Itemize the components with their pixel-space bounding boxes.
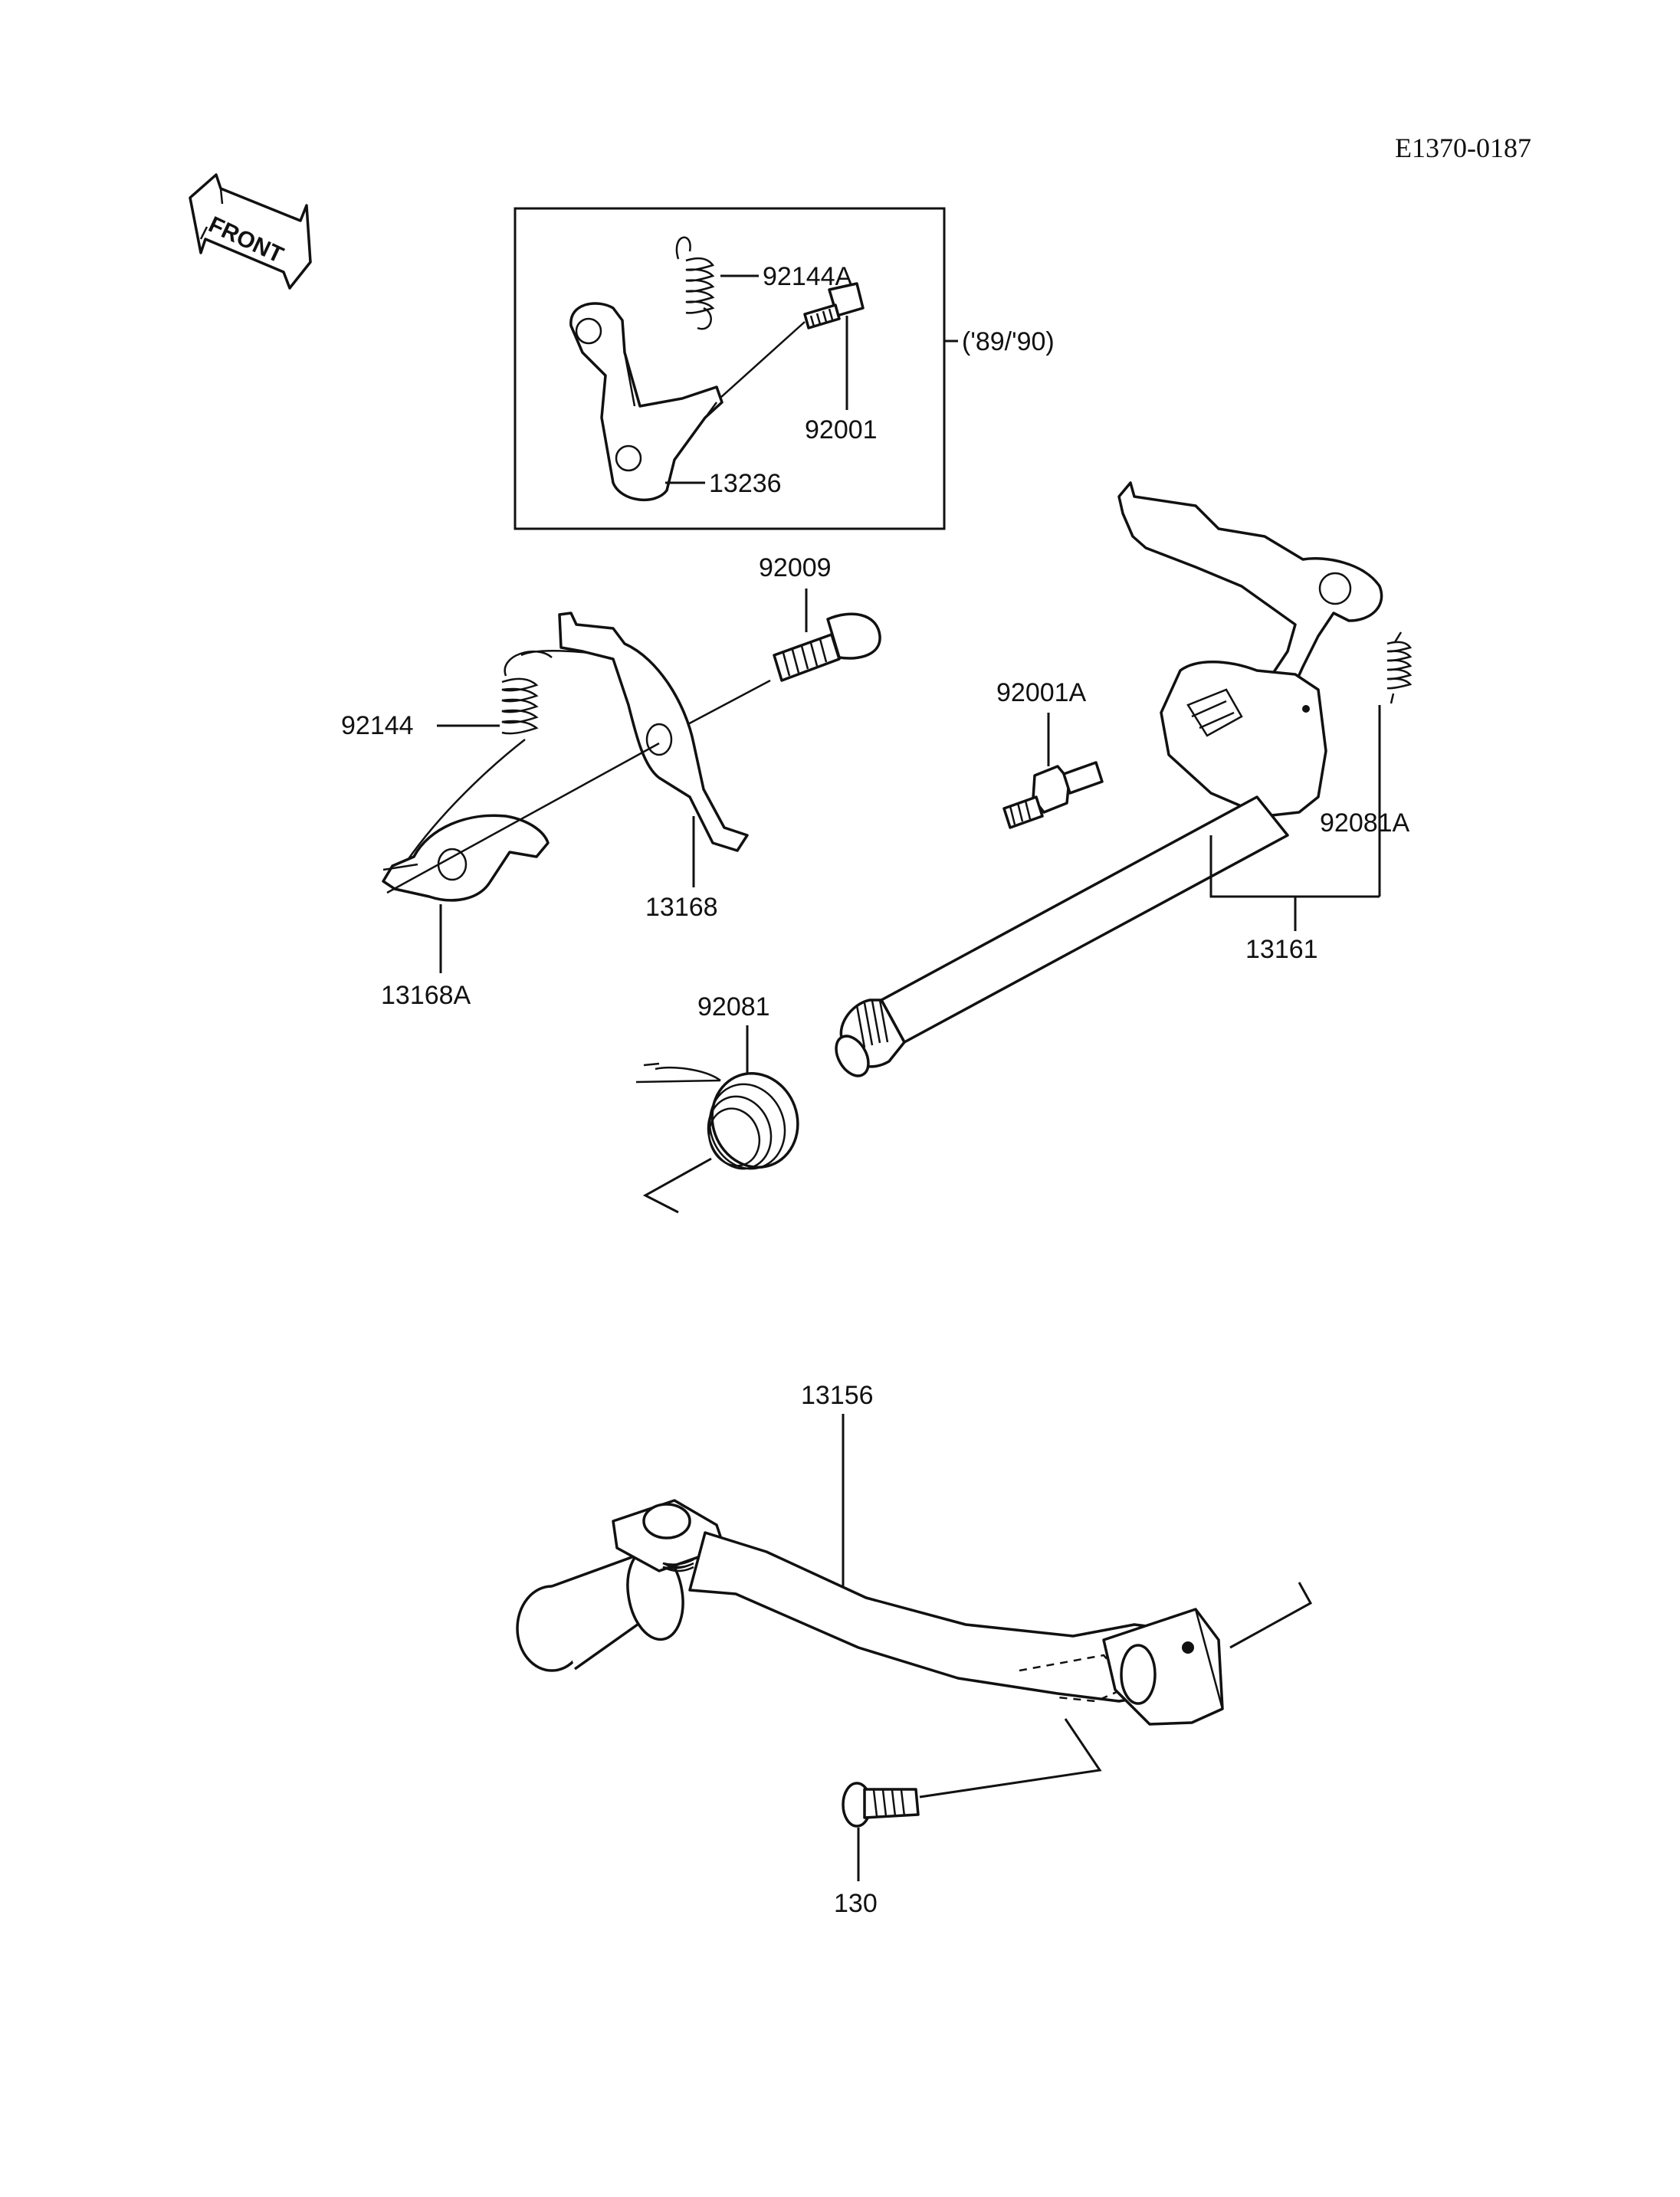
diagram-code: E1370-0187 <box>1395 133 1531 163</box>
lever-13236-icon <box>569 302 724 502</box>
part-label-13168a: 13168A <box>381 981 471 1010</box>
spring-92081a-icon <box>1386 631 1413 704</box>
part-label-130: 130 <box>834 1889 878 1918</box>
part-label-92144: 92144 <box>341 711 414 740</box>
part-label-13168: 13168 <box>645 893 718 922</box>
bolt-92001-icon <box>803 282 865 330</box>
part-label-13156: 13156 <box>801 1381 874 1410</box>
part-label-92081: 92081 <box>697 992 770 1021</box>
stud-92001a-icon <box>1002 761 1104 829</box>
inset-box-89-90: ('89/'90) 92144A 92001 13236 <box>514 207 1055 530</box>
shift-shaft-13161-icon <box>835 481 1383 1077</box>
torsion-spring-92081-icon <box>635 1062 799 1170</box>
inset-year-note: ('89/'90) <box>962 327 1055 356</box>
part-label-92001a: 92001A <box>996 678 1087 707</box>
bolt-92009-icon <box>773 612 881 682</box>
part-label-92081a: 92081A <box>1320 808 1410 838</box>
part-label-13236: 13236 <box>709 469 782 498</box>
part-label-92009: 92009 <box>759 553 832 582</box>
bolt-130-icon <box>842 1782 920 1828</box>
part-label-92144a: 92144A <box>763 262 853 291</box>
front-arrow-icon: FRONT <box>189 173 312 290</box>
shift-pedal-13156-icon <box>516 1499 1224 1726</box>
cam-plate-13168a-icon <box>382 814 550 902</box>
spring-92144a-icon <box>675 236 715 330</box>
plate-13168-icon <box>558 612 749 852</box>
part-label-92001: 92001 <box>805 415 878 444</box>
part-label-13161: 13161 <box>1245 935 1318 964</box>
